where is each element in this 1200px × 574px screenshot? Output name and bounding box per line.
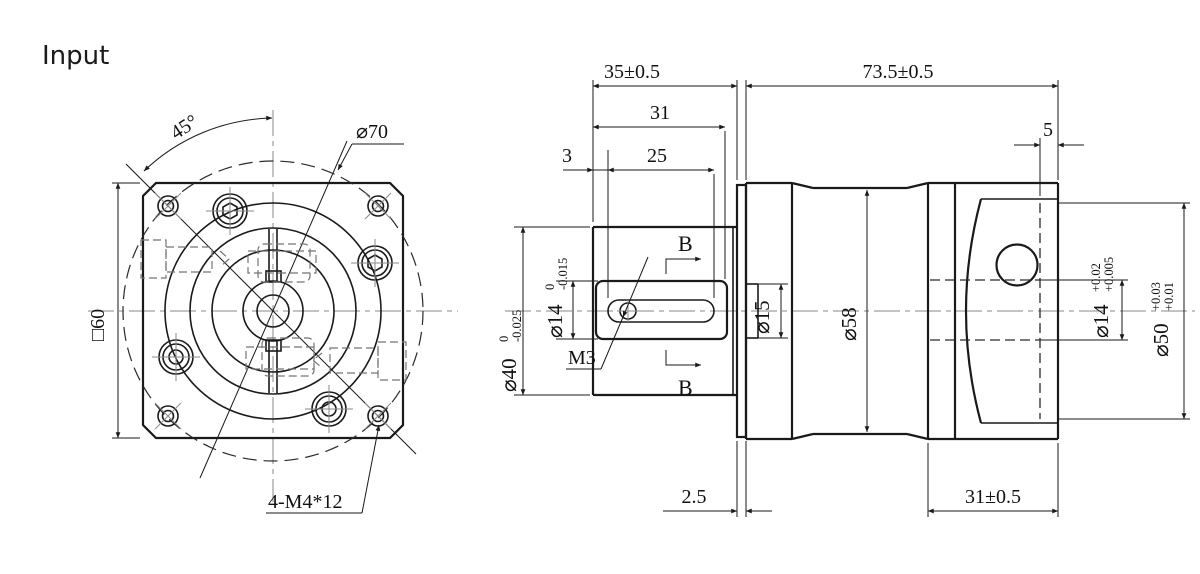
section-label-bottom: B: [678, 375, 693, 400]
view-title: Input: [42, 41, 109, 71]
dim-square-60: □60: [87, 182, 140, 439]
dim-label-dia58: ⌀58: [837, 307, 861, 341]
dim-label-31: 31: [650, 102, 670, 124]
counterbore-hole: [152, 333, 200, 381]
gearbox-body: [744, 181, 1060, 441]
dim-label-2-5: 2.5: [682, 486, 707, 508]
dim-label-dia40: ⌀40: [497, 358, 521, 392]
inner-bore-circle: [256, 294, 290, 328]
dim-label-31-tol: 31±0.5: [965, 486, 1021, 508]
dim-35: 35±0.5: [592, 61, 738, 222]
section-b-bottom: B: [665, 350, 702, 400]
dim-dia-15: ⌀15: [750, 283, 788, 339]
front-view: □60 45° ⌀70 4-M4*12: [87, 110, 458, 514]
dim-25: 25: [607, 145, 715, 298]
dia14-bore-tol-hi: +0.02: [1089, 263, 1103, 292]
corner-hole-m4: [154, 402, 182, 430]
bolt-circle-dia70: [122, 160, 424, 462]
boss-circle: [189, 227, 357, 395]
dim-m3: M3: [566, 256, 649, 370]
corner-hole-m4: [364, 192, 392, 220]
dia14-shaft-tol-lo: -0.015: [556, 258, 570, 290]
dim-label-73-5: 73.5±0.5: [863, 61, 934, 83]
shaft-bore-circle: [242, 280, 304, 342]
flange-outline: [141, 181, 405, 440]
dim-dia-40: ⌀40 0 -0.025: [497, 226, 590, 396]
dim-3: 3: [562, 145, 609, 298]
section-label-top: B: [678, 231, 693, 256]
counterbore-hole: [206, 187, 254, 235]
clamp-slit: [265, 229, 282, 393]
dim-31-tol: 31±0.5: [927, 443, 1059, 517]
dia50-tol-hi: +0.03: [1149, 282, 1163, 311]
collar-circle: [211, 249, 335, 373]
dim-label-dia50: ⌀50: [1149, 323, 1173, 357]
dim-5: 5: [1014, 119, 1084, 196]
dim-corner-holes: 4-M4*12: [266, 424, 381, 514]
hidden-internal-details: [140, 239, 407, 381]
dim-label-5: 5: [1043, 119, 1053, 141]
dim-label-m3: M3: [568, 347, 596, 369]
dia40-tol-hi: 0: [497, 336, 511, 342]
dim-2-5: 2.5: [663, 441, 772, 517]
dia14-shaft-tol-hi: 0: [543, 284, 557, 290]
dim-label-4m4: 4-M4*12: [268, 491, 342, 513]
dim-dia-14-bore: ⌀14 +0.02 +0.005: [1040, 257, 1128, 341]
dim-label-3: 3: [562, 145, 572, 167]
dim-label-dia14-bore: ⌀14: [1089, 304, 1113, 338]
dim-dia-50: ⌀50 +0.03 +0.01: [1058, 202, 1190, 420]
dim-dia-70: ⌀70: [337, 121, 404, 171]
dim-31: 31: [592, 102, 726, 279]
pilot-circle: [164, 202, 382, 420]
dim-label-25: 25: [647, 145, 667, 167]
dim-label-35: 35±0.5: [604, 61, 660, 83]
output-face-hole: [995, 243, 1039, 287]
dim-label-dia70: ⌀70: [356, 121, 388, 143]
dim-dia-58: ⌀58: [837, 189, 870, 433]
clamp-slot: [607, 299, 715, 323]
dia40-tol-lo: -0.025: [510, 310, 524, 342]
dia50-tol-lo: +0.01: [1162, 282, 1176, 311]
rear-taper-curve: [964, 198, 983, 424]
dia15-step: [746, 283, 759, 339]
corner-hole-m4: [364, 402, 392, 430]
input-boss: [591, 225, 737, 397]
side-view: B B M3 35±0.5 73.5±0.5: [497, 61, 1195, 517]
dim-label-dia14-shaft: ⌀14: [543, 304, 567, 338]
dim-label-dia15: ⌀15: [750, 300, 774, 334]
dim-label-square60: □60: [87, 309, 109, 341]
dim-dia-14-shaft: ⌀14 0 -0.015: [543, 258, 598, 340]
front-hole-centerline: [199, 140, 348, 479]
counterbore-hole: [351, 239, 399, 287]
corner-hole-m4: [154, 192, 182, 220]
dim-73-5: 73.5±0.5: [745, 61, 1059, 180]
section-b-top: B: [665, 231, 702, 274]
counterbore-hole: [305, 385, 353, 433]
clamp-window: [594, 279, 729, 341]
dia14-bore-tol-lo: +0.005: [1102, 257, 1116, 292]
